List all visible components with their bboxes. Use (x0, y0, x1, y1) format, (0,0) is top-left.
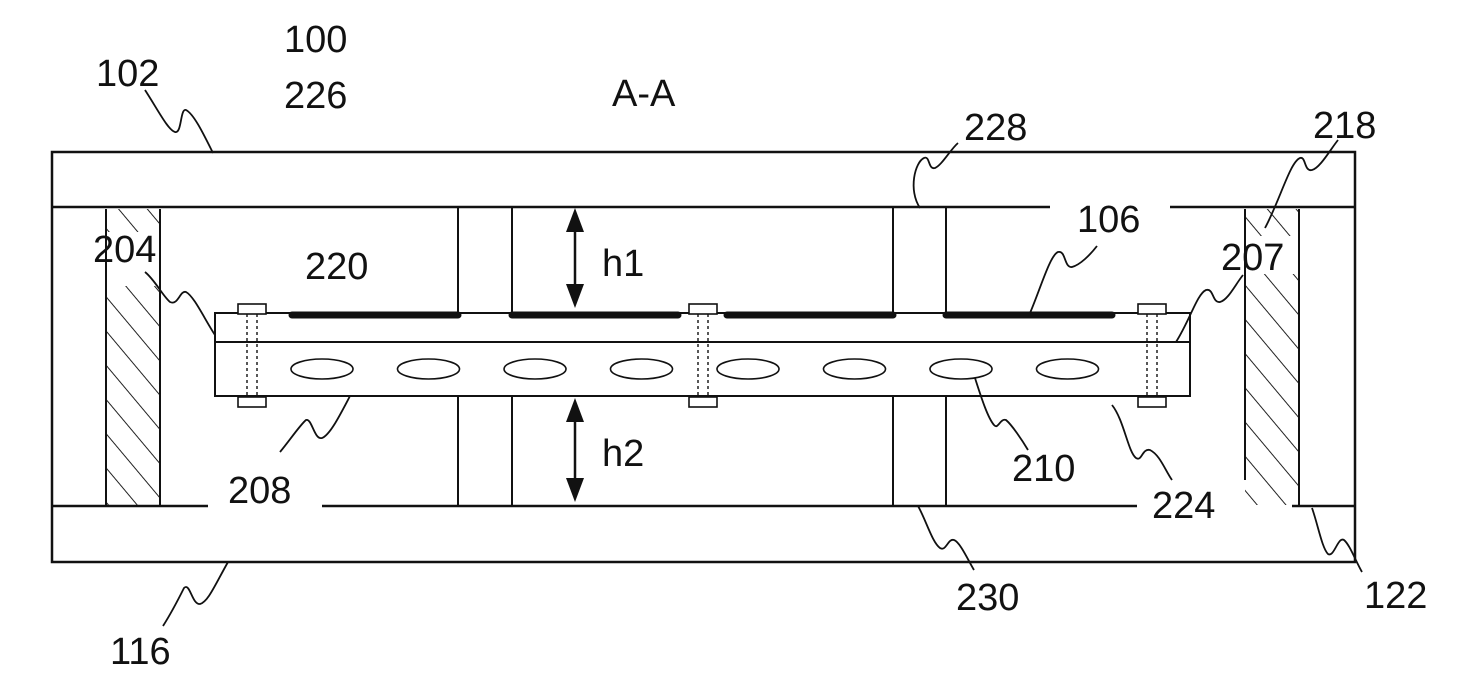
leader-lines (144, 89, 1363, 627)
fastener-group (237, 303, 1167, 408)
right-spacer (1218, 209, 1306, 505)
cavity-group (290, 358, 1100, 380)
outer-housing (50, 150, 1357, 564)
leader-228 (912, 142, 959, 209)
cavity (609, 358, 674, 380)
label-204: 204 (93, 229, 156, 271)
cavity (716, 358, 780, 380)
leader-230 (917, 505, 975, 571)
cavity (1035, 358, 1100, 380)
label-100: 100 (284, 19, 347, 61)
upper-posts (457, 207, 947, 313)
left-spacer (92, 209, 172, 505)
fastener (688, 303, 718, 408)
label-106: 106 (1077, 199, 1140, 241)
label-102: 102 (96, 53, 159, 95)
lower-posts (457, 396, 947, 506)
label-122: 122 (1364, 575, 1427, 617)
cavity (822, 358, 887, 380)
label-226: 226 (284, 75, 347, 117)
label-230: 230 (956, 577, 1019, 619)
leader-208 (279, 395, 351, 453)
label-228: 228 (964, 107, 1027, 149)
leader-106 (1029, 245, 1098, 314)
leader-204 (144, 271, 216, 336)
dimension-arrow-h2 (566, 398, 584, 502)
leader-207 (1175, 274, 1244, 343)
fastener (1137, 303, 1167, 408)
leader-224 (1111, 404, 1173, 481)
leader-218 (1264, 139, 1339, 229)
leader-122 (1311, 507, 1363, 573)
label-116: 116 (110, 631, 171, 673)
cavity (396, 358, 461, 380)
label-h1: h1 (602, 243, 644, 285)
fastener (237, 303, 267, 408)
section-label: A-A (612, 73, 676, 115)
dimension-arrow-h1 (566, 208, 584, 308)
leader-102 (144, 89, 214, 154)
label-224: 224 (1152, 485, 1215, 527)
label-208: 208 (228, 470, 291, 512)
board (214, 312, 1191, 397)
label-h2: h2 (602, 433, 644, 475)
leader-210 (974, 377, 1029, 451)
leader-116 (162, 561, 229, 627)
label-220: 220 (305, 246, 368, 288)
label-218: 218 (1313, 105, 1376, 147)
cavity (503, 358, 567, 380)
label-210: 210 (1012, 448, 1075, 490)
cavity (929, 358, 993, 380)
label-207: 207 (1221, 237, 1284, 279)
cavity (290, 358, 354, 380)
